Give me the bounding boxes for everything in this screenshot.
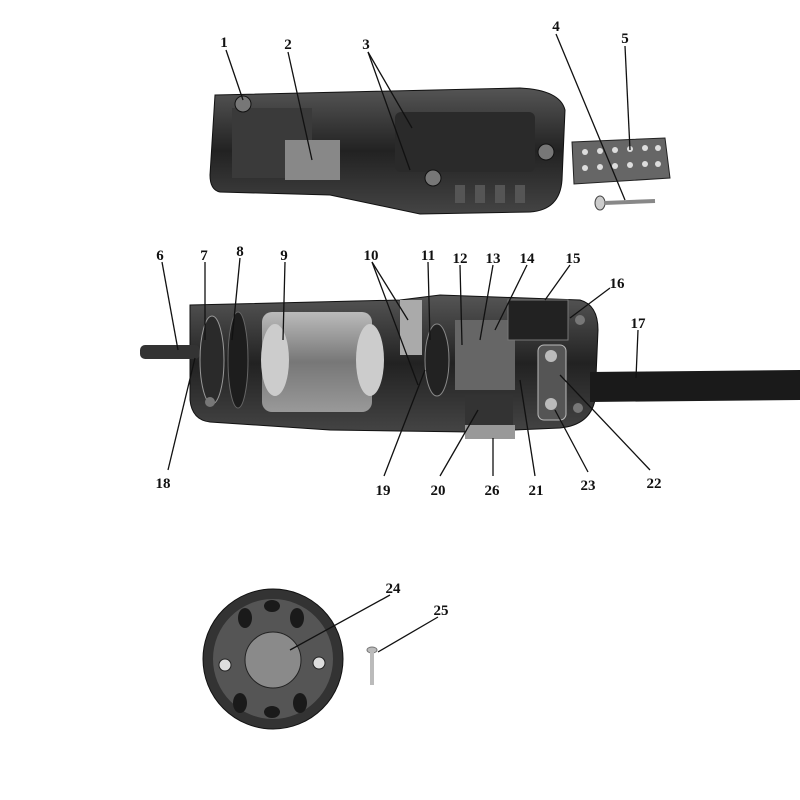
label-12: 12 — [453, 251, 468, 267]
label-1: 1 — [220, 35, 228, 51]
label-13: 13 — [486, 251, 501, 267]
label-11: 11 — [421, 248, 435, 264]
label-21: 21 — [529, 483, 544, 499]
label-10: 10 — [364, 248, 379, 264]
power-cord-part — [590, 370, 800, 402]
label-19: 19 — [376, 483, 391, 499]
label-26: 26 — [485, 483, 501, 499]
shaft-part — [140, 345, 200, 359]
part-number-labels: 1 2 3 4 5 6 7 8 9 10 11 12 13 14 15 16 1… — [156, 19, 662, 619]
label-9: 9 — [280, 248, 288, 264]
label-24: 24 — [386, 581, 402, 597]
motor-stator-part — [262, 312, 372, 412]
label-22: 22 — [647, 476, 662, 492]
label-17: 17 — [631, 316, 647, 332]
label-8: 8 — [236, 244, 244, 260]
end-cap-part — [202, 588, 344, 730]
leader-lines — [161, 33, 651, 653]
label-23: 23 — [581, 478, 596, 494]
label-5: 5 — [621, 31, 629, 47]
small-screw-part — [366, 646, 378, 685]
label-2: 2 — [284, 37, 292, 53]
label-25: 25 — [434, 603, 449, 619]
label-6: 6 — [156, 248, 164, 264]
label-15: 15 — [566, 251, 581, 267]
label-4: 4 — [552, 19, 560, 35]
label-20: 20 — [431, 483, 446, 499]
lower-housing-assembly — [140, 294, 800, 439]
vent-grille-part — [571, 137, 671, 185]
upper-housing-part — [209, 87, 566, 215]
label-3: 3 — [362, 37, 370, 53]
label-14: 14 — [520, 251, 536, 267]
label-16: 16 — [610, 276, 626, 292]
label-18: 18 — [156, 476, 171, 492]
label-7: 7 — [200, 248, 208, 264]
screw-part — [594, 195, 656, 211]
